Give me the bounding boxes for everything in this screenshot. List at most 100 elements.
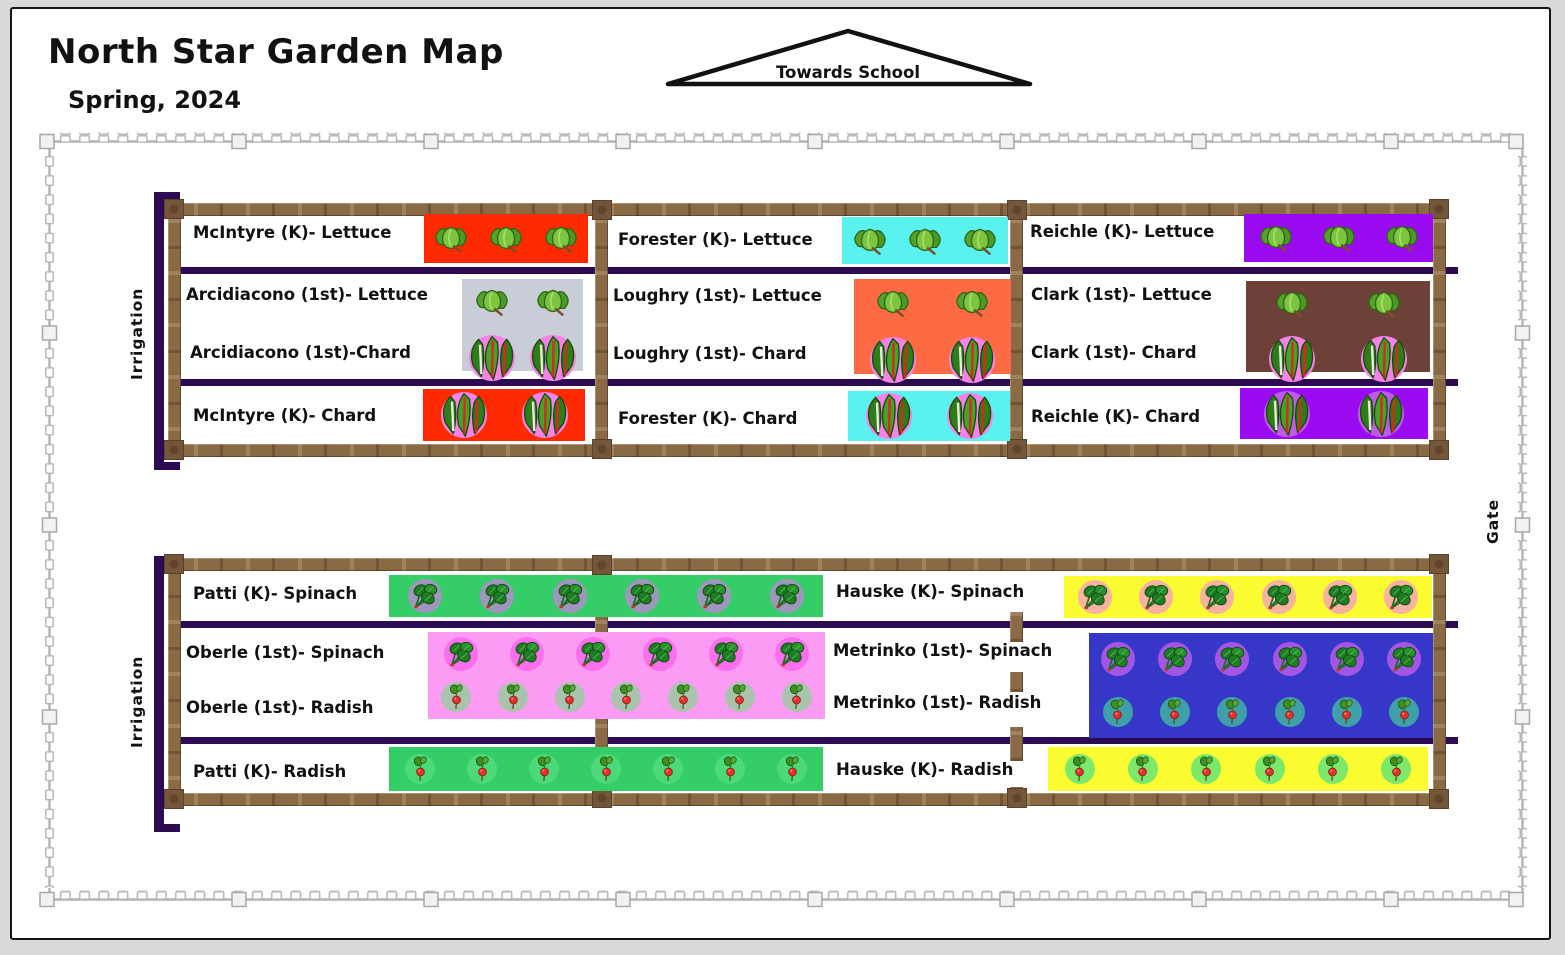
lettuce-icon [952, 286, 992, 320]
radish-icon [781, 682, 812, 713]
patch-mcintyre-lettuce [424, 214, 588, 263]
label-hauske-spinach: Hauske (K)- Spinach [836, 582, 1025, 601]
radish-icon [467, 754, 497, 784]
bed-divider [168, 379, 1458, 386]
bed-divider [168, 737, 1458, 744]
patch-metrinko [1089, 633, 1433, 738]
label-reichle-chard: Reichle (K)- Chard [1031, 407, 1201, 426]
chard-icon [521, 392, 568, 438]
patch-mcintyre-chard [423, 389, 585, 441]
label-arcidiacono-lettuce: Arcidiacono (1st)- Lettuce [186, 285, 428, 304]
spinach-icon [552, 579, 587, 613]
label-metrinko-spinach: Metrinko (1st)- Spinach [833, 641, 1053, 660]
patch-reichle-chard [1240, 388, 1428, 439]
chard-icon [529, 335, 576, 381]
radish-icon [498, 682, 529, 713]
spinach-icon [708, 636, 743, 671]
label-forester-chard: Forester (K)- Chard [618, 409, 798, 428]
radish-icon [1331, 696, 1362, 727]
bed-divider [168, 621, 1458, 628]
lettuce-icon [905, 224, 945, 258]
patch-clark [1246, 281, 1430, 382]
chard-icon [948, 337, 995, 384]
radish-icon [1191, 754, 1222, 784]
radish-icon [405, 754, 435, 784]
patch-forester-lettuce [842, 217, 1008, 264]
radish-icon [1217, 696, 1248, 727]
radish-icon [1102, 696, 1133, 727]
lettuce-icon [431, 222, 471, 256]
bed-divider [168, 267, 1458, 274]
radish-icon [1064, 754, 1095, 784]
spinach-icon [1261, 580, 1296, 614]
radish-icon [1317, 754, 1348, 784]
chard-icon [440, 392, 487, 438]
chard-icon [1358, 390, 1404, 437]
radish-icon [1274, 696, 1305, 727]
spinach-icon [1077, 580, 1112, 614]
label-forester-lettuce: Forester (K)- Lettuce [618, 230, 813, 249]
label-mcintyre-chard: McIntyre (K)- Chard [193, 406, 377, 425]
patch-patti-radish [389, 747, 823, 791]
towards-school-label: Towards School [776, 63, 920, 82]
spinach-icon [769, 579, 804, 613]
spinach-icon [1138, 580, 1173, 614]
radish-icon [1254, 754, 1285, 784]
spinach-icon [1384, 580, 1419, 614]
radish-icon [1159, 696, 1190, 727]
spinach-icon [1215, 642, 1250, 677]
chard-icon [870, 337, 917, 384]
radish-icon [715, 754, 745, 784]
radish-icon [529, 754, 559, 784]
gate-label: Gate [1484, 498, 1502, 544]
label-reichle-lettuce: Reichle (K)- Lettuce [1030, 222, 1215, 241]
lettuce-icon [1382, 221, 1422, 255]
label-loughry-lettuce: Loughry (1st)- Lettuce [613, 286, 822, 305]
radish-icon [724, 682, 755, 713]
map-title: North Star Garden Map [48, 32, 504, 72]
spinach-icon [642, 636, 677, 671]
patch-reichle-lettuce [1244, 214, 1433, 262]
radish-icon [1381, 754, 1412, 784]
spinach-icon [1329, 642, 1364, 677]
chard-icon [1264, 390, 1310, 437]
chard-icon [1269, 336, 1315, 382]
lettuce-icon [1272, 287, 1312, 321]
chard-icon [865, 393, 912, 439]
patch-arcidiacono [462, 279, 583, 381]
map-subtitle: Spring, 2024 [68, 86, 242, 114]
chard-icon [1361, 336, 1407, 382]
radish-icon [441, 682, 472, 713]
spinach-icon [1387, 642, 1422, 677]
lettuce-icon [873, 286, 913, 320]
label-clark-lettuce: Clark (1st)- Lettuce [1031, 285, 1212, 304]
spinach-icon [1322, 580, 1357, 614]
patch-forester-chard [848, 391, 1010, 441]
label-arcidiacono-chard: Arcidiacono (1st)-Chard [190, 343, 411, 362]
spinach-icon [1272, 642, 1307, 677]
spinach-icon [510, 636, 545, 671]
label-metrinko-radish: Metrinko (1st)- Radish [833, 693, 1042, 712]
label-hauske-radish: Hauske (K)- Radish [836, 760, 1014, 779]
radish-icon [653, 754, 683, 784]
spinach-icon [408, 579, 443, 613]
spinach-icon [480, 579, 515, 613]
lettuce-icon [533, 285, 573, 319]
irrigation-label-bottom: Irrigation [128, 655, 146, 748]
lettuce-icon [1256, 221, 1296, 255]
spinach-icon [774, 636, 809, 671]
lettuce-icon [541, 222, 581, 256]
spinach-icon [1100, 642, 1135, 677]
label-mcintyre-lettuce: McIntyre (K)- Lettuce [193, 223, 392, 242]
lettuce-icon [1319, 221, 1359, 255]
radish-icon [668, 682, 699, 713]
spinach-icon [625, 579, 660, 613]
lettuce-icon [960, 224, 1000, 258]
chard-icon [469, 335, 516, 381]
patch-hauske-radish [1048, 747, 1428, 791]
chard-icon [946, 393, 993, 439]
label-patti-radish: Patti (K)- Radish [193, 762, 347, 781]
irrigation-label-top: Irrigation [128, 287, 146, 380]
lettuce-icon [486, 222, 526, 256]
lettuce-icon [850, 224, 890, 258]
